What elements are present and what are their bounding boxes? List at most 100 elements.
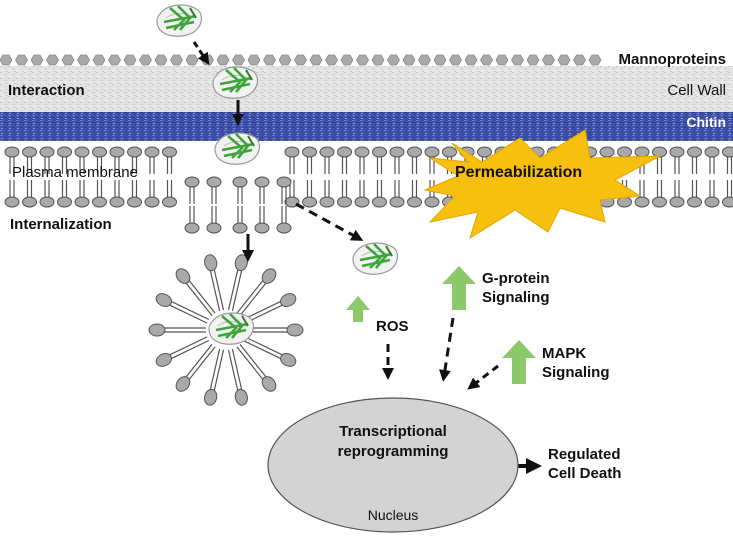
mannoprotein-unit xyxy=(309,54,323,66)
mannoprotein-unit xyxy=(418,54,431,66)
mannoprotein-unit xyxy=(449,54,462,66)
micelle-tail xyxy=(213,268,225,311)
lipid-vesicle-upper xyxy=(232,176,248,205)
arrow-gprotein-to-nucleus xyxy=(438,317,455,382)
micelle-head xyxy=(175,376,191,392)
lipid-lower xyxy=(669,179,685,208)
lipid-upper xyxy=(284,146,300,175)
mannoproteins-label: Mannoproteins xyxy=(619,51,727,68)
micelle-head xyxy=(234,254,248,272)
nucleus-label: Nucleus xyxy=(368,507,419,523)
lipid-lower xyxy=(74,179,90,208)
micelle-tail xyxy=(188,346,216,381)
ros-label: ROS xyxy=(376,318,409,335)
lipid-lower xyxy=(91,179,108,208)
mannoprotein-unit xyxy=(185,54,199,66)
lipid-upper xyxy=(721,146,733,175)
lipid-upper xyxy=(651,146,668,175)
chitin-band xyxy=(0,112,733,141)
micelle-tail xyxy=(170,300,210,321)
lipid-lower xyxy=(389,179,405,208)
micelle-tail xyxy=(244,336,283,356)
lipid-vesicle-lower xyxy=(232,205,248,234)
lipid-vesicle-lower xyxy=(254,205,270,234)
mapk-label-line1: MAPK xyxy=(542,345,586,362)
micelle-tail xyxy=(185,344,213,378)
lipid-upper xyxy=(161,146,178,175)
micelle xyxy=(148,254,304,406)
lipid-lower xyxy=(704,179,720,208)
lipid-lower xyxy=(109,179,125,208)
micelle-head xyxy=(204,254,218,272)
lipid-lower xyxy=(56,179,73,208)
mannoprotein-unit xyxy=(77,54,90,66)
lipid-lower xyxy=(126,179,143,208)
micelle-head xyxy=(155,293,172,307)
permeabilization-label: Permeabilization xyxy=(455,164,582,181)
lipid-lower xyxy=(721,179,733,208)
mannoprotein-unit xyxy=(294,54,307,66)
micelle-head xyxy=(261,268,277,284)
mannoprotein-unit xyxy=(216,54,230,66)
mannoprotein-unit xyxy=(263,54,276,66)
lipid-upper xyxy=(371,146,388,175)
nucleus-process-line1: Transcriptional xyxy=(339,423,447,440)
lipid-vesicle-lower xyxy=(206,205,222,234)
peptide-cell-wall xyxy=(211,65,259,100)
mannoprotein-unit xyxy=(511,54,524,66)
micelle-tail xyxy=(239,344,267,378)
lipid-upper xyxy=(704,146,720,175)
lipid-upper xyxy=(406,146,423,175)
lipid-lower xyxy=(406,179,423,208)
mannoprotein-unit xyxy=(170,54,183,66)
micelle-tail xyxy=(170,339,210,360)
mannoprotein-unit xyxy=(542,54,555,66)
lipid-lower xyxy=(301,179,318,208)
lipid-lower xyxy=(336,179,353,208)
lipid-upper xyxy=(336,146,353,175)
micelle-tail xyxy=(188,279,216,314)
micelle-tail xyxy=(236,346,264,381)
mannoprotein-unit xyxy=(340,54,354,66)
mannoprotein-unit xyxy=(108,54,121,66)
mannoprotein-unit xyxy=(557,54,571,66)
mannoprotein-unit xyxy=(15,54,28,66)
lipid-lower xyxy=(686,179,703,208)
mannoprotein-unit xyxy=(232,54,245,66)
lipid-vesicle-upper xyxy=(206,176,222,205)
lipid-lower xyxy=(354,179,370,208)
lipid-upper xyxy=(686,146,703,175)
micelle-head xyxy=(280,353,297,367)
nucleus xyxy=(267,397,519,533)
mannoprotein-unit xyxy=(387,54,400,66)
gprotein-label-line2: Signaling xyxy=(482,289,550,306)
micelle-head xyxy=(155,353,172,367)
mannoprotein-unit xyxy=(247,54,261,66)
mannoprotein-unit xyxy=(325,54,338,66)
micelle-head xyxy=(234,388,248,406)
lipid-vesicle-upper xyxy=(254,176,270,205)
cell-wall-label: Cell Wall xyxy=(667,82,726,99)
mannoprotein-unit xyxy=(92,54,106,66)
mannoprotein-unit xyxy=(588,54,602,66)
lipid-upper xyxy=(669,146,685,175)
interaction-label: Interaction xyxy=(8,82,85,99)
micelle-tail xyxy=(209,348,221,391)
gprotein-label-line1: G-protein xyxy=(482,270,550,287)
mannoprotein-unit xyxy=(30,54,44,66)
arrow-mapk-to-nucleus xyxy=(467,364,499,390)
micelle-tail xyxy=(227,268,239,311)
permeabilization-burst xyxy=(423,129,661,240)
mapk-up-arrow xyxy=(502,340,536,384)
micelle-tail xyxy=(239,282,267,316)
micelle-tail xyxy=(242,339,282,360)
lipid-lower xyxy=(634,179,650,208)
mannoprotein-unit xyxy=(480,54,493,66)
peptide-outside xyxy=(155,3,203,38)
arrow-membrane-to-cytoplasm xyxy=(295,202,364,241)
micelle-tail xyxy=(169,304,208,324)
lipid-lower xyxy=(4,179,20,208)
micelle-head xyxy=(204,388,218,406)
micelle-head xyxy=(261,376,277,392)
peptide-cytoplasm xyxy=(351,241,399,276)
